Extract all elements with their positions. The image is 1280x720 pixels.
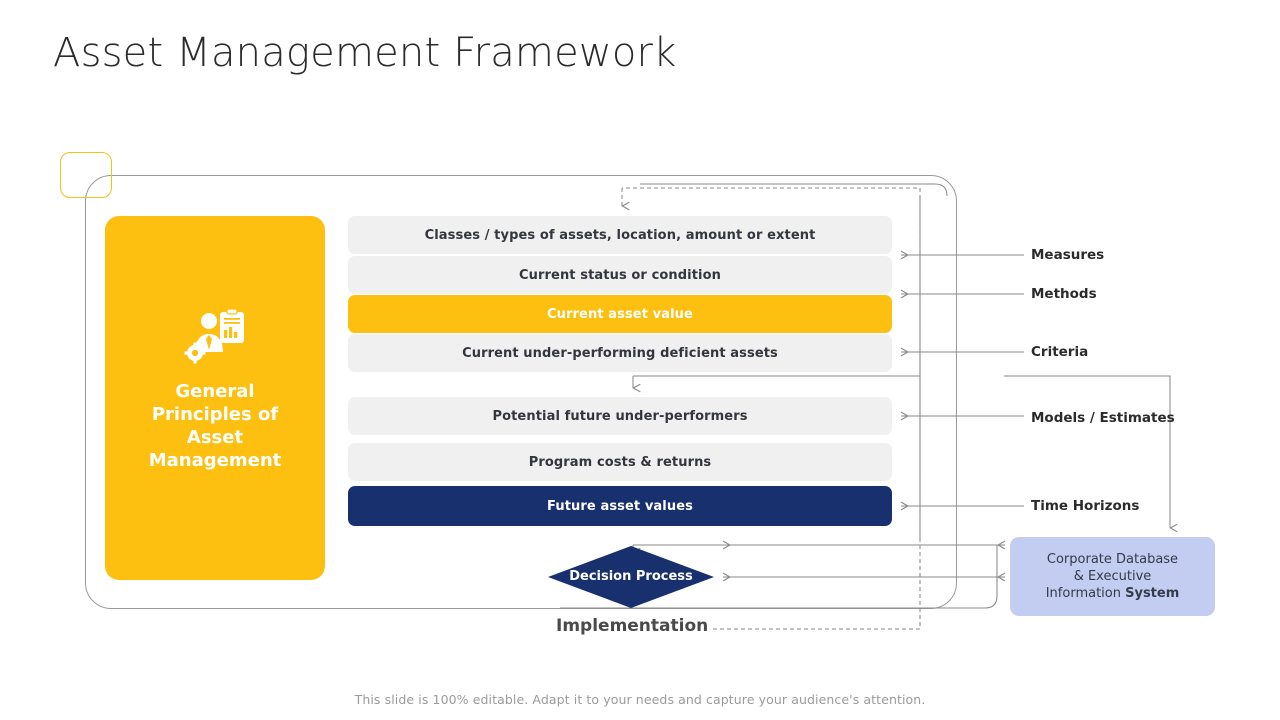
- corporate-database-box[interactable]: Corporate Database & Executive Informati…: [1010, 537, 1215, 616]
- bar-current-asset-value[interactable]: Current asset value: [348, 295, 892, 333]
- page-title: Asset Management Framework: [53, 30, 677, 76]
- side-label-criteria: Criteria: [1031, 344, 1089, 360]
- bar-label: Current status or condition: [519, 267, 721, 283]
- bar-under-performing-assets[interactable]: Current under-performing deficient asset…: [348, 334, 892, 372]
- bar-label: Program costs & returns: [528, 454, 712, 470]
- bar-program-costs-returns[interactable]: Program costs & returns: [348, 443, 892, 481]
- bar-label: Current under-performing deficient asset…: [462, 345, 778, 361]
- decision-process-diamond[interactable]: Decision Process: [548, 546, 714, 608]
- bar-current-status[interactable]: Current status or condition: [348, 256, 892, 294]
- database-line-1: Corporate Database: [1046, 552, 1179, 567]
- bar-label: Potential future under-performers: [492, 408, 748, 424]
- bar-future-asset-values[interactable]: Future asset values: [348, 486, 892, 526]
- database-line-3-bold: System: [1125, 586, 1180, 601]
- general-principles-label: General Principles of Asset Management: [148, 381, 282, 471]
- general-principles-card[interactable]: General Principles of Asset Management: [105, 216, 325, 580]
- side-label-time-horizons: Time Horizons: [1031, 498, 1140, 514]
- footer-note: This slide is 100% editable. Adapt it to…: [354, 692, 926, 707]
- decorative-corner-square: [60, 152, 112, 198]
- side-label-models-estimates: Models / Estimates: [1031, 410, 1175, 426]
- decision-process-label: Decision Process: [569, 569, 693, 584]
- bar-label: Current asset value: [547, 306, 693, 322]
- database-line-3-prefix: Information: [1045, 586, 1126, 601]
- corporate-database-label: Corporate Database & Executive Informati…: [1036, 551, 1190, 602]
- bar-label: Classes / types of assets, location, amo…: [424, 227, 816, 243]
- person-clipboard-gear-icon: [184, 308, 244, 364]
- side-label-measures: Measures: [1031, 247, 1105, 263]
- bar-asset-classes[interactable]: Classes / types of assets, location, amo…: [348, 216, 892, 254]
- database-line-2: & Executive: [1073, 569, 1152, 584]
- side-label-methods: Methods: [1031, 286, 1097, 302]
- implementation-label: Implementation: [556, 616, 709, 636]
- framework-outline-container: [85, 175, 957, 609]
- bar-potential-future-under-performers[interactable]: Potential future under-performers: [348, 397, 892, 435]
- bar-label: Future asset values: [547, 498, 693, 514]
